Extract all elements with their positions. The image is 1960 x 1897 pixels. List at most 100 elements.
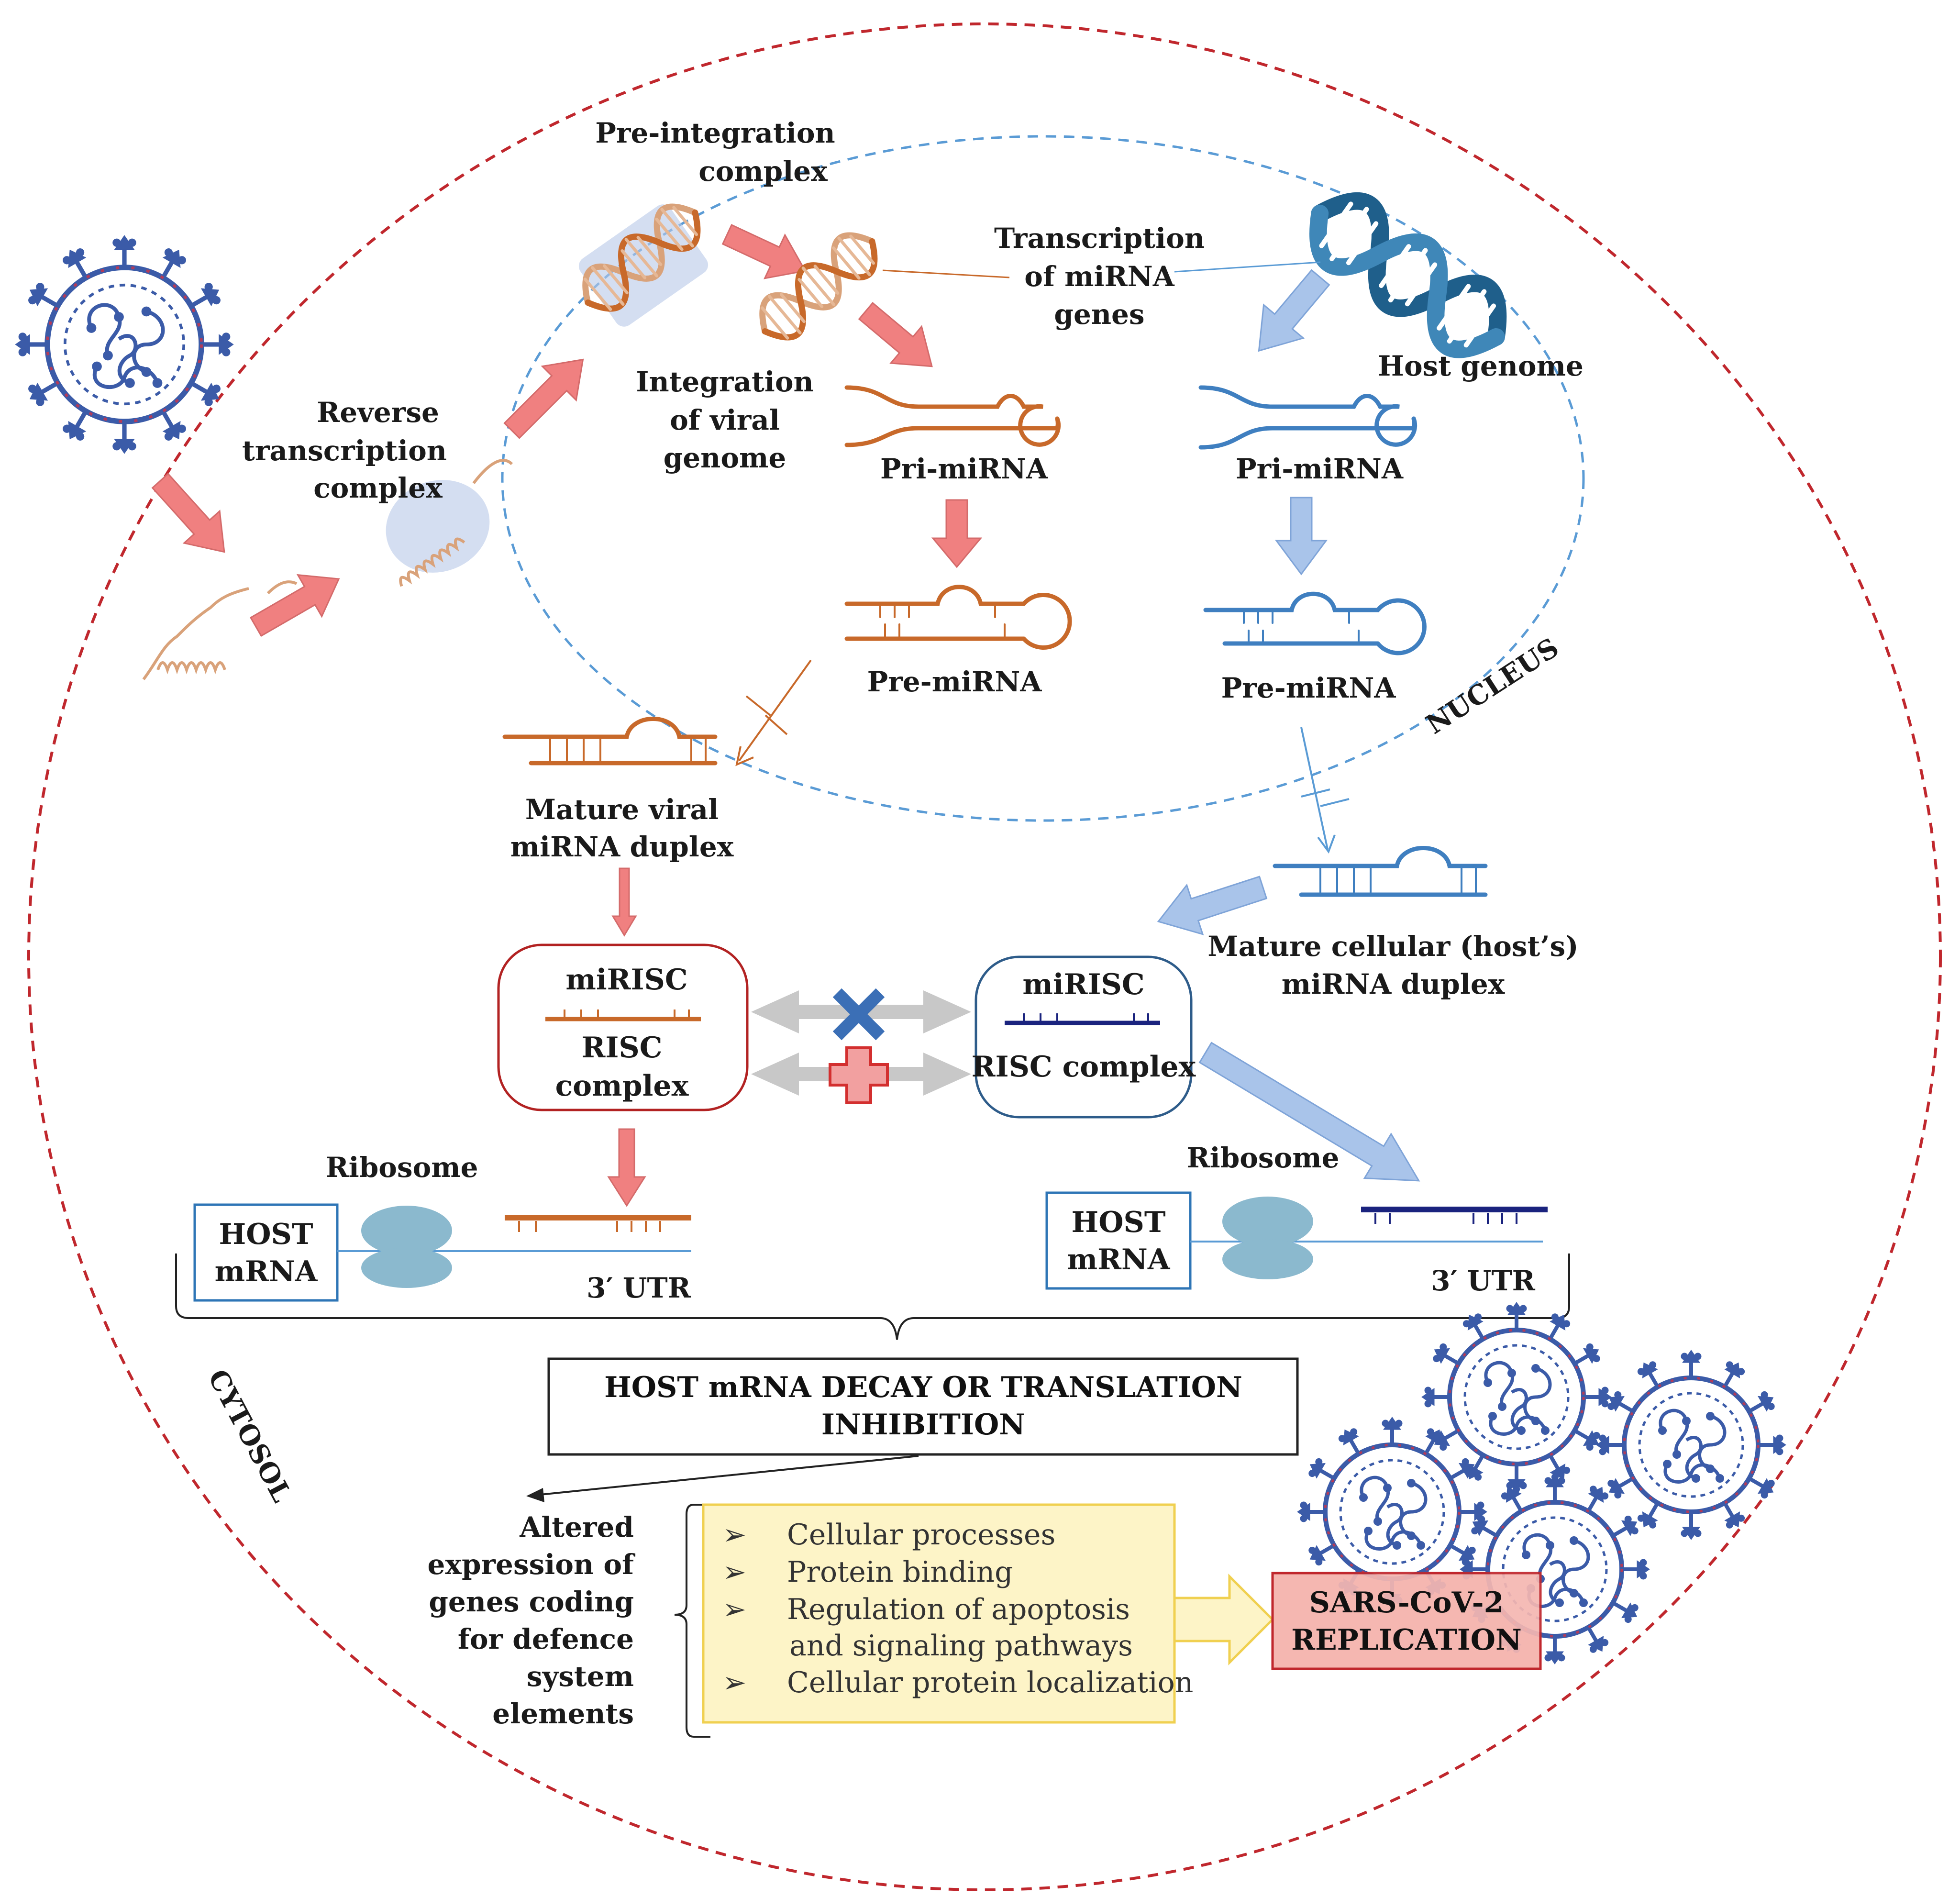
host-mirisc-complex xyxy=(974,955,1193,1119)
process-list: ➢ Cellular processes ➢ Protein binding ➢… xyxy=(722,1518,1193,1699)
list-item: Protein binding xyxy=(787,1555,1013,1589)
svg-text:transcription: transcription xyxy=(242,434,447,467)
to-replication-arrow xyxy=(1173,1573,1274,1666)
viral-pathway-arrows xyxy=(151,224,983,1207)
label-host-mrna-right: HOST mRNA xyxy=(1067,1206,1171,1276)
label-viral-pri-mirna: Pri-miRNA xyxy=(880,453,1048,485)
pre-integration-complex-icon xyxy=(573,194,712,327)
arrow-viral-pri-to-pre xyxy=(931,499,983,568)
label-host-mrna-left: HOST mRNA xyxy=(215,1218,318,1288)
svg-text:INHIBITION: INHIBITION xyxy=(821,1408,1025,1442)
label-host-pri-mirna: Pri-miRNA xyxy=(1236,453,1404,485)
svg-text:Pre-integration: Pre-integration xyxy=(595,117,835,149)
mature-viral-mirna-duplex-icon xyxy=(502,717,718,765)
viral-export-arrow xyxy=(735,659,812,766)
reverse-transcription-complex-icon xyxy=(386,459,513,587)
label-nucleus: NUCLEUS xyxy=(1420,632,1564,740)
sars-cov-2-virion-icon xyxy=(15,235,233,453)
svg-text:mRNA: mRNA xyxy=(215,1255,318,1288)
label-host-genome: Host genome xyxy=(1378,350,1584,382)
label-viral-pre-mirna: Pre-miRNA xyxy=(867,666,1042,698)
svg-text:of miRNA: of miRNA xyxy=(1024,260,1174,293)
label-viral-mirisc: miRISC xyxy=(565,963,687,997)
svg-text:complex: complex xyxy=(313,472,443,504)
svg-text:mRNA: mRNA xyxy=(1067,1243,1171,1276)
svg-text:elements: elements xyxy=(492,1697,634,1730)
arrow-host-mirisc-to-mrna xyxy=(1198,1042,1420,1182)
integrated-viral-dna-icon xyxy=(750,223,887,349)
host-pre-mirna-icon xyxy=(1203,591,1427,655)
svg-text:SARS-CoV-2: SARS-CoV-2 xyxy=(1309,1586,1504,1620)
bullet-icon: ➢ xyxy=(722,1518,746,1552)
nucleus-membrane xyxy=(501,135,1585,822)
host-pathway-arrows xyxy=(1157,269,1420,1182)
label-ribosome-left: Ribosome xyxy=(325,1151,478,1184)
svg-text:expression of: expression of xyxy=(427,1548,636,1581)
svg-text:REPLICATION: REPLICATION xyxy=(1291,1623,1522,1657)
label-mature-host: Mature cellular (host’s) miRNA duplex xyxy=(1207,930,1578,1000)
arrow-mirisc-to-mrna xyxy=(607,1128,646,1207)
svg-text:Mature cellular (host’s): Mature cellular (host’s) xyxy=(1207,930,1578,963)
arrow-to-rtc xyxy=(249,574,340,637)
svg-text:system: system xyxy=(527,1660,634,1693)
list-item: Regulation of apoptosis xyxy=(787,1593,1130,1626)
arrow-entry xyxy=(151,473,225,553)
label-utr-right: 3′ UTR xyxy=(1431,1265,1536,1297)
svg-text:genes coding: genes coding xyxy=(429,1586,634,1618)
progeny-virion-1 xyxy=(1422,1302,1611,1492)
label-altered-expression: Altered expression of genes coding for d… xyxy=(427,1511,636,1730)
svg-text:HOST mRNA DECAY OR TRANSLATION: HOST mRNA DECAY OR TRANSLATION xyxy=(604,1371,1242,1404)
label-transcription: Transcription of miRNA genes xyxy=(994,222,1205,331)
red-plus-icon xyxy=(829,1046,889,1104)
viral-mirisc-complex xyxy=(497,943,749,1111)
bullet-icon: ➢ xyxy=(722,1593,746,1626)
arrow-to-viral-pri xyxy=(858,302,933,367)
host-export-arrow xyxy=(1300,727,1350,854)
svg-text:complex: complex xyxy=(555,1069,689,1103)
svg-text:RISC: RISC xyxy=(581,1031,662,1065)
host-mrna-box-left xyxy=(193,1203,339,1302)
label-host-pre-mirna: Pre-miRNA xyxy=(1221,672,1396,704)
arrow-host-mature-to-mirisc xyxy=(1157,876,1268,935)
host-pri-mirna-icon xyxy=(1198,385,1417,450)
bullet-icon: ➢ xyxy=(722,1666,746,1699)
svg-text:Transcription: Transcription xyxy=(994,222,1205,255)
transcription-connector-viral xyxy=(882,269,1010,278)
mature-host-mirna-duplex-icon xyxy=(1273,846,1488,897)
label-decay-box: HOST mRNA DECAY OR TRANSLATION INHIBITIO… xyxy=(604,1371,1242,1442)
label-integration: Integration of viral genome xyxy=(636,366,813,474)
label-ribosome-right: Ribosome xyxy=(1186,1142,1339,1174)
svg-text:HOST: HOST xyxy=(219,1218,313,1251)
decay-to-altered-arrow xyxy=(535,1455,919,1496)
list-brace xyxy=(674,1504,710,1738)
label-host-risc: RISC complex xyxy=(972,1050,1196,1084)
list-item: Cellular protein localization xyxy=(787,1666,1193,1699)
list-item: Cellular processes xyxy=(787,1518,1055,1552)
arrow-to-pic xyxy=(503,358,584,439)
label-viral-risc: RISC complex xyxy=(555,1031,689,1103)
arrow-host-pri-to-pre xyxy=(1275,497,1328,576)
svg-text:miRNA duplex: miRNA duplex xyxy=(510,831,734,863)
process-list-box xyxy=(702,1503,1176,1724)
svg-text:Mature viral: Mature viral xyxy=(525,793,719,826)
label-utr-left: 3′ UTR xyxy=(587,1272,691,1304)
svg-text:Reverse: Reverse xyxy=(317,396,439,429)
ribosome-icon-right xyxy=(1222,1197,1313,1279)
transcription-connector-host xyxy=(1174,261,1321,273)
viral-rna-coil xyxy=(142,580,298,680)
svg-text:for defence: for defence xyxy=(458,1623,634,1655)
label-reverse-transcription: Reverse transcription complex xyxy=(242,396,447,504)
list-item: and signaling pathways xyxy=(789,1629,1133,1663)
label-host-mirisc: miRISC xyxy=(1022,968,1144,1001)
arrow-pic-to-nucleus xyxy=(721,224,807,279)
host-mrna-box-right xyxy=(1045,1191,1192,1290)
svg-text:Altered: Altered xyxy=(519,1511,634,1543)
bullet-icon: ➢ xyxy=(722,1555,746,1589)
svg-text:Integration: Integration xyxy=(636,366,813,398)
svg-text:miRNA duplex: miRNA duplex xyxy=(1282,968,1505,1000)
host-genome-dna-icon xyxy=(1299,184,1517,366)
viral-pre-mirna-icon xyxy=(844,585,1072,650)
cell-membrane xyxy=(27,22,1942,1891)
label-cytosol: CYTOSOL xyxy=(201,1365,298,1508)
